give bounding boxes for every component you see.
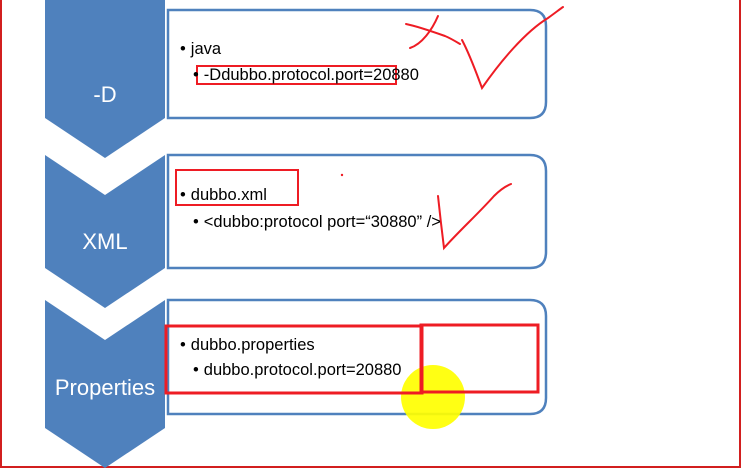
chevron-xml	[45, 155, 165, 308]
panel-properties	[166, 298, 548, 416]
annotation-box-dport	[196, 65, 397, 85]
annotation-box-port	[419, 323, 540, 394]
bullet: •	[193, 213, 199, 231]
properties-item-file: •dubbo.properties	[180, 336, 315, 354]
bullet: •	[180, 186, 186, 204]
cross-mark	[405, 15, 461, 49]
step-label-d: -D	[93, 82, 117, 107]
step-label-properties: Properties	[54, 375, 156, 400]
cursor-highlight	[401, 365, 465, 429]
chevron-d	[45, 0, 165, 158]
d-item-java: •java	[180, 40, 222, 58]
stray-dot	[340, 173, 344, 177]
check-mark-top	[461, 6, 564, 91]
annotation-box-dubboxml	[175, 169, 299, 206]
properties-item-port: •dubbo.protocol.port=20880	[193, 361, 402, 379]
check-mark-middle	[437, 183, 512, 251]
bullet: •	[180, 336, 186, 354]
xml-item-file: •dubbo.xml	[180, 186, 267, 204]
chevron-properties	[45, 300, 165, 468]
d-item-port: •-Ddubbo.protocol.port=20880	[193, 66, 419, 84]
xml-item-protocol: •<dubbo:protocol port=“30880” />	[193, 213, 441, 231]
bullet: •	[193, 361, 199, 379]
bullet: •	[180, 40, 186, 58]
bullet: •	[193, 66, 199, 84]
panel-d	[166, 8, 548, 120]
step-label-xml: XML	[82, 229, 128, 254]
panel-xml	[166, 153, 548, 270]
